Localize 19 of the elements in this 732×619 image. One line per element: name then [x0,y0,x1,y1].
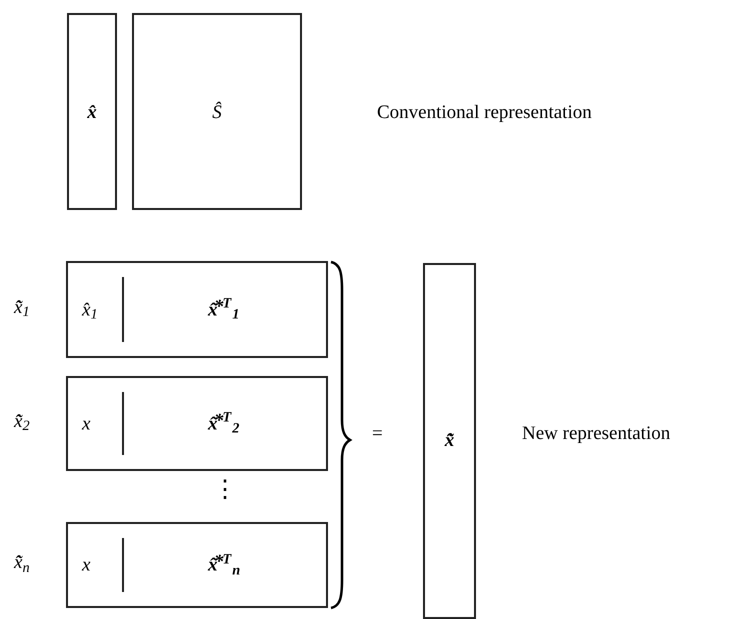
row-label: x̂̃$_{n}$ [14,553,30,572]
equals-sign: = [372,424,383,443]
vertical-ellipsis: ⋮ [213,478,237,502]
matrix-box [132,13,302,210]
matrix-row-box [66,522,328,608]
matrix-entry: x [82,414,90,433]
matrix-symbol: x̂̃ [444,431,454,450]
caption-text: Conventional representation [377,103,592,122]
matrix-entry: x [82,556,90,574]
matrix-row-box [66,261,328,358]
row-label: x̂̃$_{1}$ [14,298,30,316]
matrix-box [423,263,476,619]
matrix-symbol: x̂ [87,103,97,122]
matrix-symbol: Ŝ [212,103,222,122]
row-label: x̂̃$_{2}$ [14,412,30,430]
matrix-row-box [66,376,328,471]
matrix-entry: x̂$_{1}$ [82,300,98,319]
matrix-box [67,13,117,210]
caption-text: New representation [522,424,670,443]
